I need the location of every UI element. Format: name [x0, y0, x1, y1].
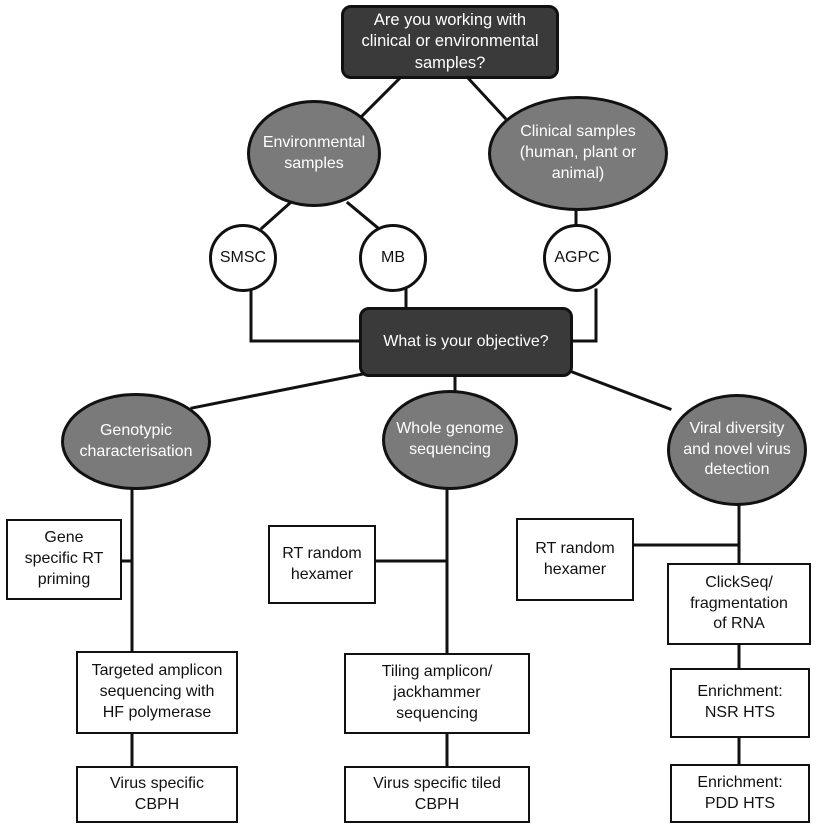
enrichment-nsr-hts-text: Enrichment: NSR HTS [697, 683, 783, 721]
smsc-text: SMSC [219, 248, 267, 266]
clinical-samples-node: Clinical samples (human, plant or animal… [488, 96, 668, 211]
agpc-node: AGPC [543, 224, 611, 292]
rt-random-hexamer-text-2: RT random hexamer [535, 539, 615, 578]
clickseq-fragmentation-box: ClickSeq/ fragmentation of RNA [667, 563, 811, 645]
objective-text: What is your objective? [383, 332, 549, 350]
objective-box: What is your objective? [359, 307, 573, 377]
virus-specific-tiled-cbph-text: Virus specific tiled CBPH [373, 774, 501, 813]
enrichment-pdd-hts-text: Enrichment: PDD HTS [697, 773, 783, 812]
smsc-node: SMSC [209, 224, 277, 292]
enrichment-nsr-hts-box: Enrichment: NSR HTS [670, 668, 810, 738]
targeted-amplicon-text: Targeted amplicon sequencing with HF pol… [91, 662, 223, 721]
rt-random-hexamer-box-1: RT random hexamer [268, 525, 376, 604]
question-samples-box: Are you working with clinical or environ… [341, 5, 559, 79]
gene-specific-rt-priming-text: Gene specific RT priming [24, 529, 104, 588]
clinical-samples-text: Clinical samples (human, plant or animal… [519, 123, 637, 182]
viral-diversity-node: Viral diversity and novel virus detectio… [667, 394, 807, 506]
agpc-text: AGPC [554, 248, 600, 266]
tiling-amplicon-text: Tiling amplicon/ jackhammer sequencing [381, 663, 493, 722]
question-samples-text: Are you working with clinical or environ… [361, 10, 539, 72]
mb-node: MB [359, 224, 427, 292]
clickseq-fragmentation-text: ClickSeq/ fragmentation of RNA [690, 573, 788, 633]
genotypic-characterisation-node: Genotypic characterisation [61, 393, 211, 490]
rt-random-hexamer-box-2: RT random hexamer [516, 518, 634, 601]
whole-genome-sequencing-text: Whole genome sequencing [396, 420, 504, 458]
mb-text: MB [381, 248, 405, 266]
genotypic-characterisation-text: Genotypic characterisation [79, 421, 193, 460]
environmental-samples-node: Environmental samples [247, 100, 381, 207]
viral-diversity-text: Viral diversity and novel virus detectio… [683, 419, 791, 479]
enrichment-pdd-hts-box: Enrichment: PDD HTS [670, 764, 810, 823]
targeted-amplicon-box: Targeted amplicon sequencing with HF pol… [76, 651, 238, 734]
whole-genome-sequencing-node: Whole genome sequencing [382, 390, 518, 490]
gene-specific-rt-priming-box: Gene specific RT priming [6, 519, 122, 600]
virus-specific-cbph-text: Virus specific CBPH [110, 774, 204, 813]
tiling-amplicon-box: Tiling amplicon/ jackhammer sequencing [344, 653, 530, 734]
rt-random-hexamer-text-1: RT random hexamer [282, 544, 362, 583]
virus-specific-tiled-cbph-box: Virus specific tiled CBPH [344, 766, 530, 823]
virus-specific-cbph-box: Virus specific CBPH [76, 766, 238, 823]
environmental-samples-text: Environmental samples [262, 133, 366, 172]
